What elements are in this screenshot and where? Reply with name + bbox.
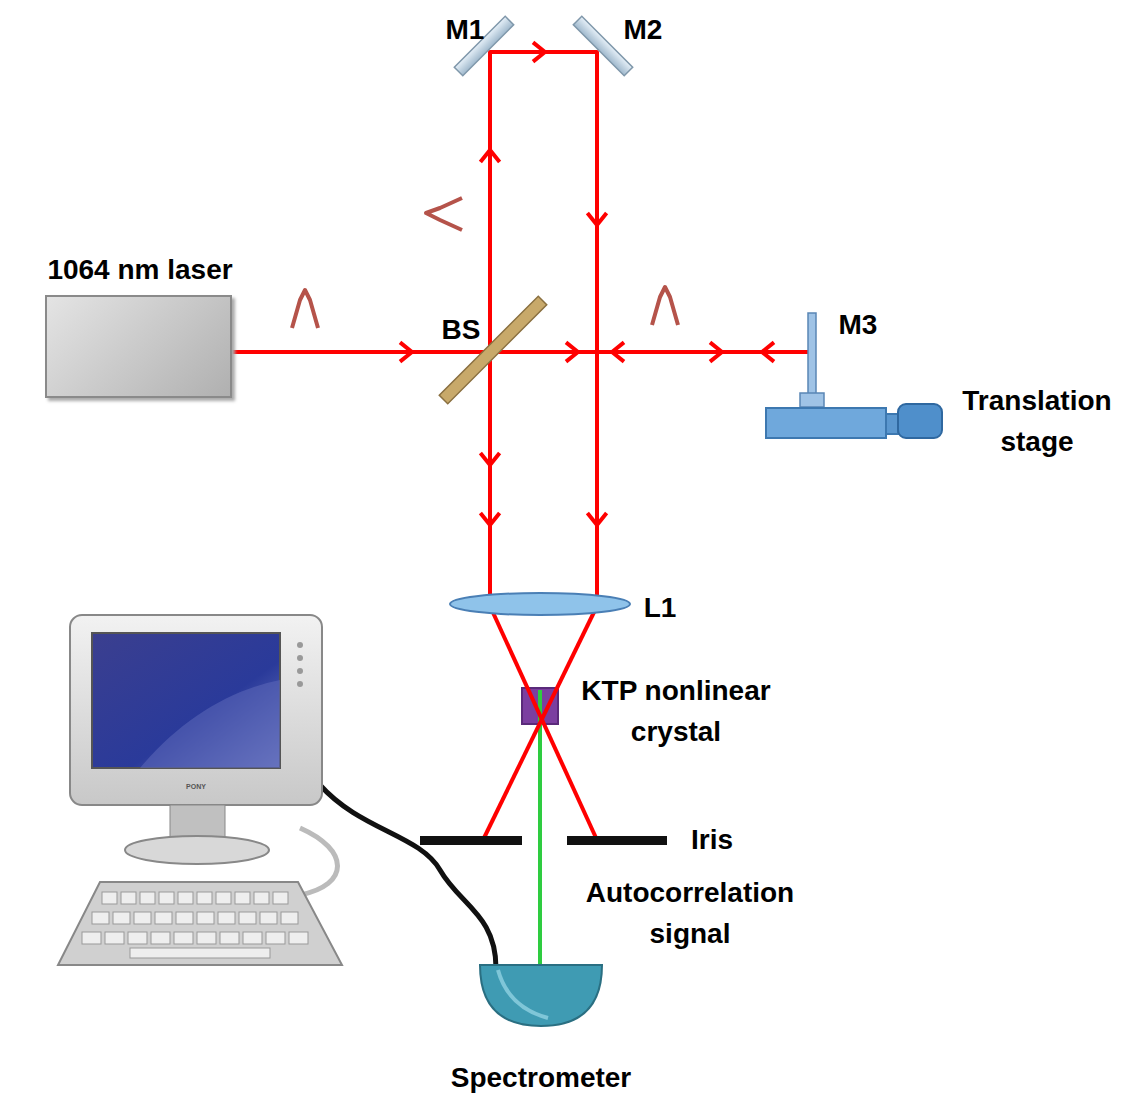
beam-arrow [533,42,545,61]
lens-label: L1 [625,588,695,629]
beam-arrow [612,342,624,361]
mirror-label: M2 [603,10,683,51]
laser-box: 1064 nm laser [45,295,232,398]
mirror-label: M1 [425,10,505,51]
node-label: 1064 nm laser [20,250,260,291]
stage-shape [765,400,945,445]
pulse-symbol [426,198,462,230]
beam-arrow [710,342,722,361]
node-label: Spectrometer [431,1058,651,1099]
mirror [808,313,816,395]
focused-beam [483,606,597,840]
component-label: KTP nonlinear crystal [569,671,784,752]
mirror-post [800,393,824,407]
node-label: Translation stage [942,381,1132,462]
pulse-symbol [292,290,318,328]
component-label: BS [426,310,496,351]
iris-blade [567,836,667,845]
lens [450,593,630,615]
beam-arrow [400,342,412,361]
data-cable [320,785,496,968]
iris-blade [420,836,522,845]
pulse-symbol [652,287,678,325]
reference-beam [488,352,492,598]
delay-beam [490,52,597,598]
beam-splitter [439,296,546,403]
keyboard-cable [300,828,338,895]
beam-arrow [587,513,606,525]
beam-arrow [480,150,499,162]
computer [58,615,342,965]
brand-mark: PONY [176,783,216,790]
spectrometer-shape [478,962,604,1028]
signal-label: Autocorrelation signal [545,873,835,954]
component-label: Iris [672,820,752,861]
beam-arrow [480,513,499,525]
translation-stage: Translation stage [765,400,945,445]
beam-arrow [566,342,578,361]
mirror-label: M3 [818,305,898,346]
spectrometer: Spectrometer [478,962,604,1028]
signal-beam [538,690,542,965]
beam-arrow [480,453,499,465]
beam-arrow [587,213,606,225]
beam-arrow [762,342,774,361]
